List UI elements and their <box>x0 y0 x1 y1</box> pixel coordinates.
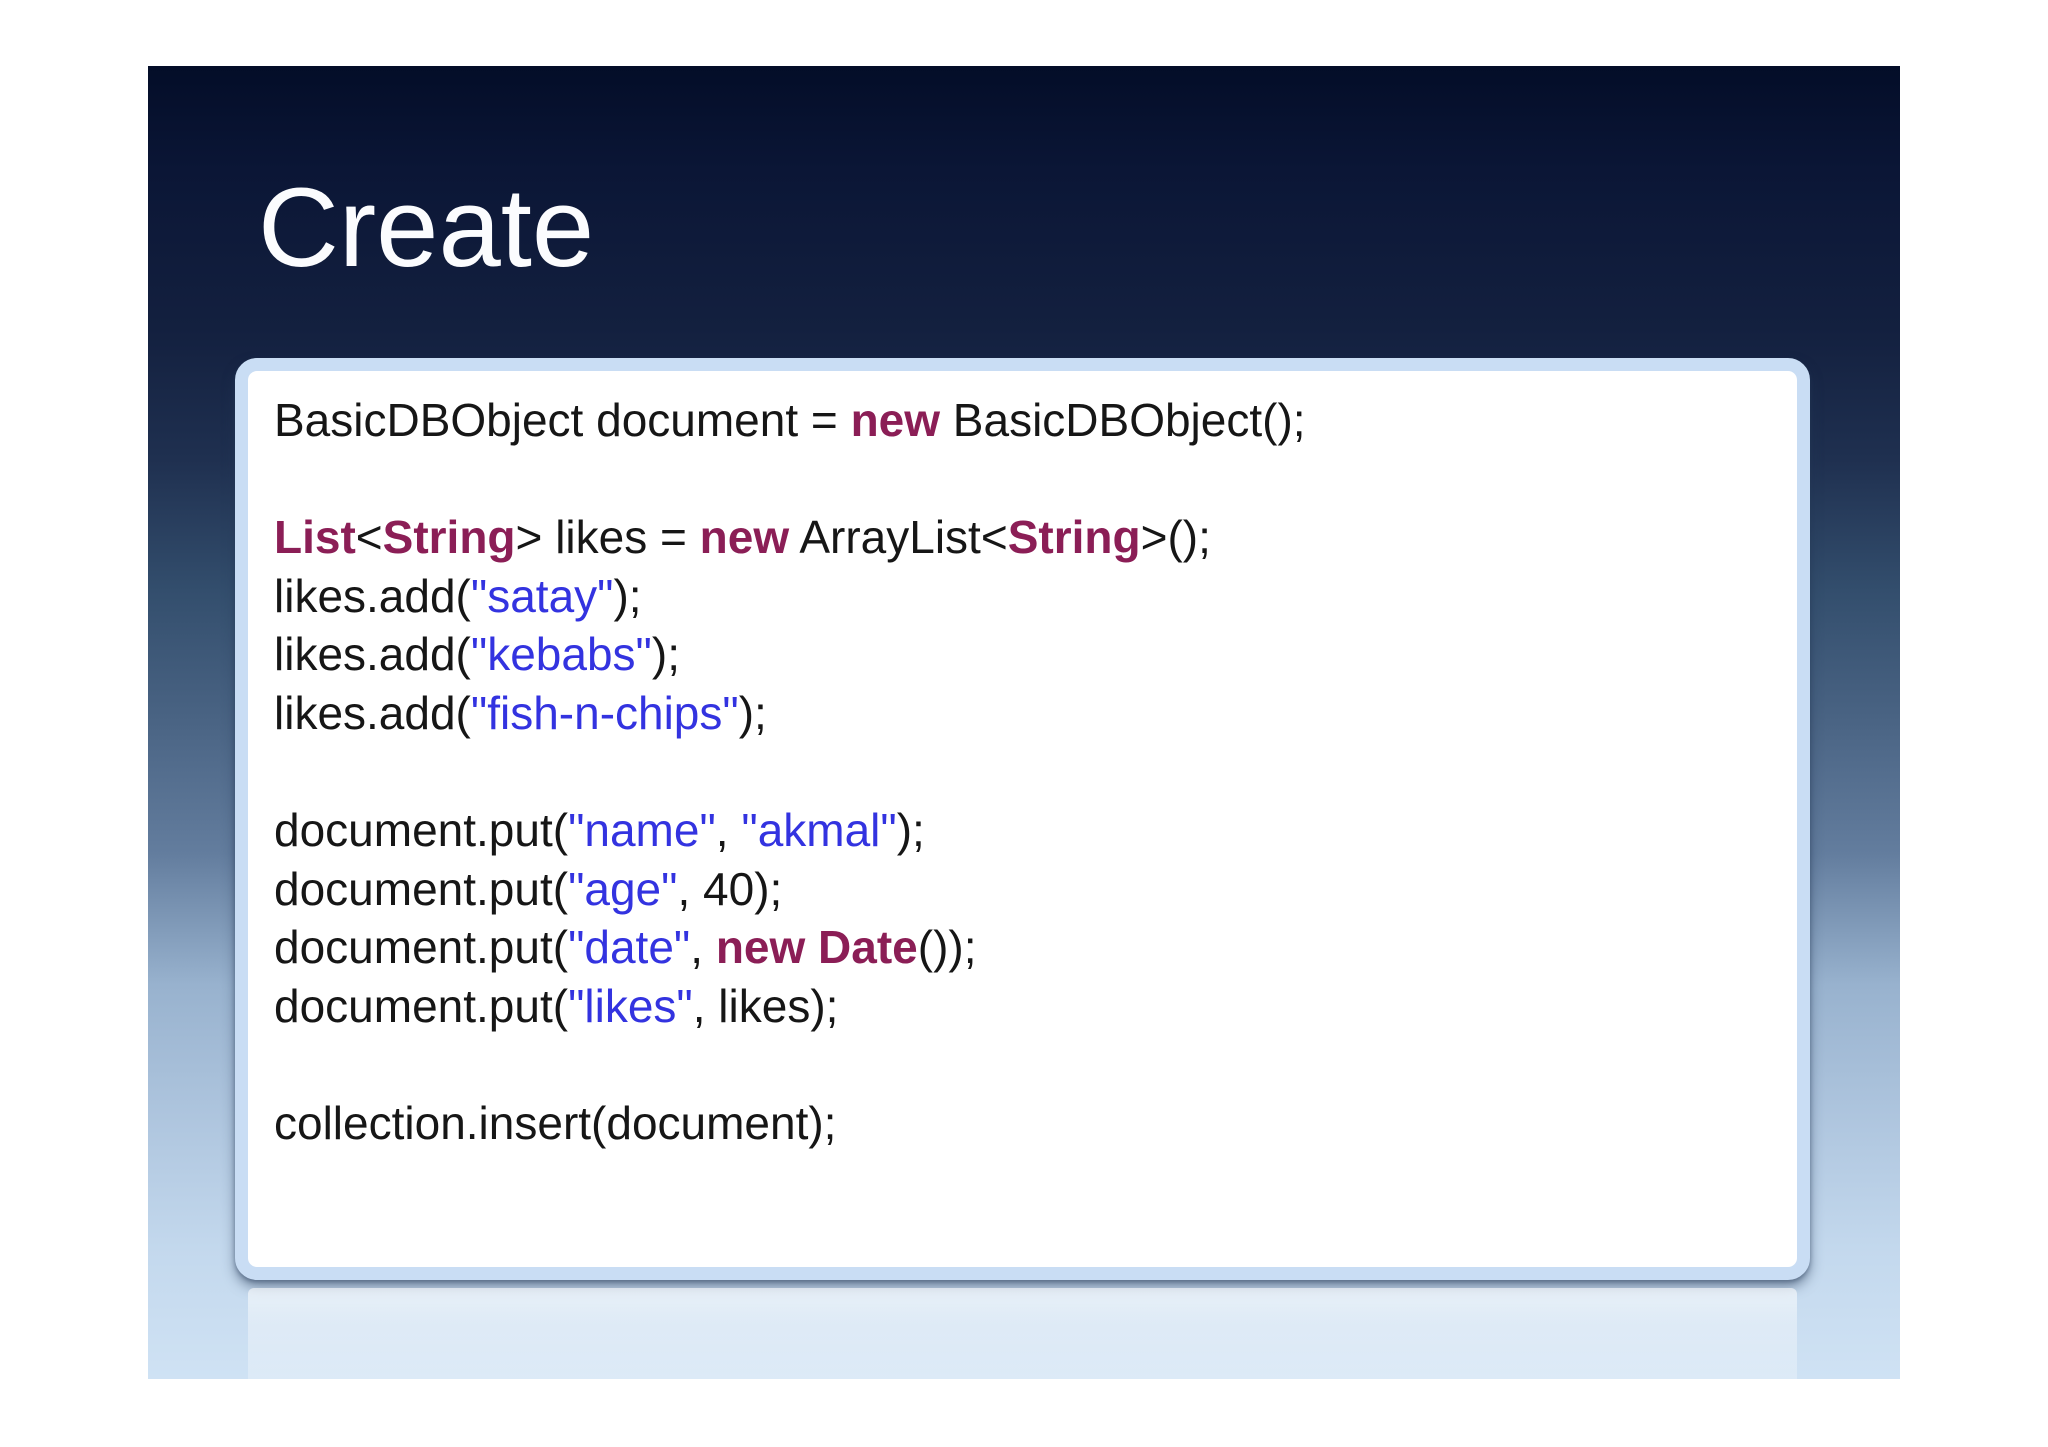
code-token-keyword: List <box>274 511 356 564</box>
code-line: BasicDBObject document = new BasicDBObje… <box>274 391 1787 450</box>
code-token-string: "akmal" <box>741 804 897 857</box>
code-token-keyword: String <box>1007 511 1141 564</box>
code-token-plain: < <box>355 511 383 564</box>
code-token-plain: likes.add( <box>274 686 471 739</box>
code-token-keyword: String <box>382 511 516 564</box>
code-token-string: "satay" <box>470 569 614 622</box>
code-token-plain: collection.insert(document); <box>274 1097 837 1150</box>
code-line: likes.add("satay"); <box>274 567 1787 626</box>
code-line: likes.add("kebabs"); <box>274 625 1787 684</box>
code-token-plain: , likes); <box>692 979 839 1032</box>
code-token-plain: likes.add( <box>274 569 471 622</box>
code-token-plain: document.put( <box>274 804 569 857</box>
code-token-plain: BasicDBObject(); <box>940 394 1306 446</box>
code-token-plain: ); <box>651 628 680 681</box>
code-token-plain: ArrayList< <box>789 511 1008 564</box>
code-panel: BasicDBObject document = new BasicDBObje… <box>235 358 1810 1280</box>
code-line: document.put("date", new Date()); <box>274 918 1787 977</box>
code-token-plain: document.put( <box>274 979 569 1032</box>
code-token-string: "likes" <box>568 979 693 1032</box>
slide: Create BasicDBObject document = new Basi… <box>148 66 1900 1379</box>
code-panel-reflection <box>248 1288 1797 1379</box>
code-line <box>274 1036 1787 1095</box>
code-token-plain: BasicDBObject document = <box>274 394 851 446</box>
code-token-keyword: new <box>850 394 941 446</box>
code-line: List<String> likes = new ArrayList<Strin… <box>274 508 1787 567</box>
code-token-plain: ()); <box>917 921 977 974</box>
code-token-keyword: new <box>699 511 790 564</box>
code-token-plain: ); <box>738 686 767 739</box>
code-token-keyword: new Date <box>715 921 918 974</box>
code-token-string: "age" <box>568 862 678 915</box>
code-token-plain: document.put( <box>274 862 569 915</box>
code-token-string: "kebabs" <box>470 628 652 681</box>
code-token-plain: , <box>715 804 742 857</box>
code-token-plain: ); <box>613 569 642 622</box>
code-line: document.put("name", "akmal"); <box>274 801 1787 860</box>
code-line: likes.add("fish-n-chips"); <box>274 684 1787 743</box>
code-line: collection.insert(document); <box>274 1094 1787 1153</box>
code-line: document.put("likes", likes); <box>274 977 1787 1036</box>
code-line <box>274 743 1787 802</box>
code-token-string: "fish-n-chips" <box>470 686 739 739</box>
code-token-plain: > likes = <box>515 511 700 564</box>
code-token-plain: >(); <box>1140 511 1211 564</box>
code-token-string: "name" <box>568 804 716 857</box>
code-token-plain: likes.add( <box>274 628 471 681</box>
code-token-string: "date" <box>568 921 691 974</box>
code-line <box>274 450 1787 509</box>
code-line: document.put("age", 40); <box>274 860 1787 919</box>
slide-title: Create <box>258 165 595 290</box>
code-token-plain: document.put( <box>274 921 569 974</box>
code-token-plain: ); <box>896 804 925 857</box>
code-token-plain: , <box>690 921 716 974</box>
code-token-plain: , 40); <box>677 862 783 915</box>
code-block: BasicDBObject document = new BasicDBObje… <box>274 391 1787 1257</box>
